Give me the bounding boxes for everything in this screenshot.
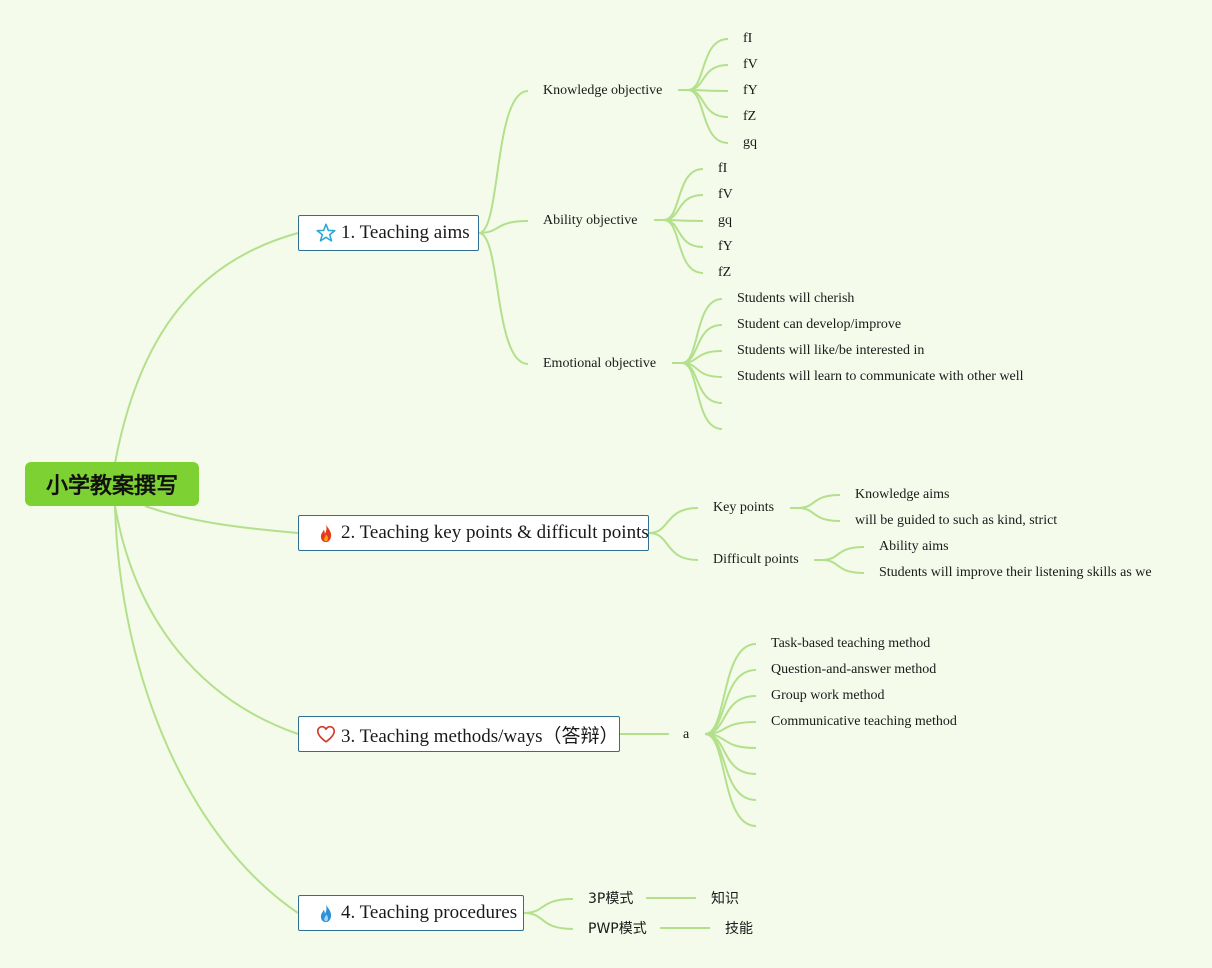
connector-line — [704, 643, 757, 735]
topic-teaching-procedures[interactable]: 4. Teaching procedures — [298, 895, 524, 931]
ability-item[interactable]: fY — [718, 239, 733, 254]
connector-line — [814, 559, 865, 574]
subtopic-3p-mode[interactable]: 3P模式 — [588, 891, 634, 907]
ability-item[interactable]: gq — [718, 213, 732, 228]
emotional-item[interactable]: Students will learn to communicate with … — [737, 369, 1024, 384]
emotional-item[interactable]: Students will cherish — [737, 291, 855, 306]
connector-line — [114, 505, 299, 914]
topic-teaching-methods[interactable]: 3. Teaching methods/ways（答辩） — [298, 716, 620, 752]
difficult-point-item[interactable]: Ability aims — [879, 539, 949, 554]
knowledge-item[interactable]: fZ — [743, 109, 757, 124]
connector-line — [654, 219, 704, 274]
connector-line — [704, 733, 757, 827]
connector-line — [144, 505, 299, 534]
pwp-mode-item[interactable]: 技能 — [725, 921, 753, 937]
subtopic-difficult-points[interactable]: Difficult points — [713, 552, 799, 567]
method-item[interactable]: Group work method — [771, 688, 885, 703]
key-point-item[interactable]: Knowledge aims — [855, 487, 950, 502]
connector-line — [114, 505, 299, 735]
method-item[interactable]: Task-based teaching method — [771, 636, 931, 651]
connector-line — [654, 168, 704, 221]
topic-label: 1. Teaching aims — [341, 222, 470, 243]
connector-line — [672, 350, 723, 364]
fire-blue-icon — [315, 902, 337, 924]
connector-line — [790, 494, 841, 509]
heart-icon — [315, 723, 337, 745]
knowledge-item[interactable]: fY — [743, 83, 758, 98]
connector-line — [523, 912, 574, 930]
difficult-point-item[interactable]: Students will improve their listening sk… — [879, 565, 1152, 580]
connector-line — [114, 232, 299, 464]
subtopic-emotional-objective[interactable]: Emotional objective — [543, 356, 657, 371]
subtopic-pwp-mode[interactable]: PWP模式 — [588, 921, 647, 937]
topic-key-difficult-points[interactable]: 2. Teaching key points & difficult point… — [298, 515, 649, 551]
connector-line — [672, 362, 723, 378]
connector-line — [814, 546, 865, 561]
topic-teaching-aims[interactable]: 1. Teaching aims — [298, 215, 479, 251]
connector-line — [672, 298, 723, 364]
connector-line — [678, 89, 729, 144]
connector-line — [523, 898, 574, 914]
connector-line — [648, 507, 699, 534]
subtopic-key-points[interactable]: Key points — [713, 500, 775, 515]
knowledge-item[interactable]: fV — [743, 57, 758, 72]
connector-line — [478, 232, 529, 365]
subtopic-ability-objective[interactable]: Ability objective — [543, 213, 638, 228]
subtopic-a[interactable]: a — [683, 727, 690, 742]
star-icon — [315, 222, 337, 244]
emotional-item[interactable]: Students will like/be interested in — [737, 343, 925, 358]
connector-line — [672, 362, 723, 430]
ability-item[interactable]: fV — [718, 187, 733, 202]
emotional-item[interactable]: Student can develop/improve — [737, 317, 902, 332]
fire-red-icon — [315, 522, 337, 544]
method-item[interactable]: Communicative teaching method — [771, 714, 957, 729]
3p-mode-item[interactable]: 知识 — [711, 891, 739, 907]
topic-label: 2. Teaching key points & difficult point… — [341, 522, 649, 543]
method-item[interactable]: Question-and-answer method — [771, 662, 937, 677]
connector-line — [648, 532, 699, 561]
ability-item[interactable]: fI — [718, 161, 728, 176]
knowledge-item[interactable]: fI — [743, 31, 753, 46]
connector-line — [478, 220, 529, 234]
connector-line — [704, 669, 757, 735]
knowledge-item[interactable]: gq — [743, 135, 757, 150]
ability-item[interactable]: fZ — [718, 265, 732, 280]
subtopic-knowledge-objective[interactable]: Knowledge objective — [543, 83, 663, 98]
connector-line — [478, 90, 529, 234]
topic-label: 3. Teaching methods/ways（答辩） — [341, 725, 619, 747]
topic-label: 4. Teaching procedures — [341, 902, 518, 923]
connector-line — [678, 38, 729, 91]
root-topic[interactable]: 小学教案撰写 — [25, 462, 199, 506]
connector-line — [790, 507, 841, 522]
key-point-item[interactable]: will be guided to such as kind, strict — [855, 513, 1058, 528]
